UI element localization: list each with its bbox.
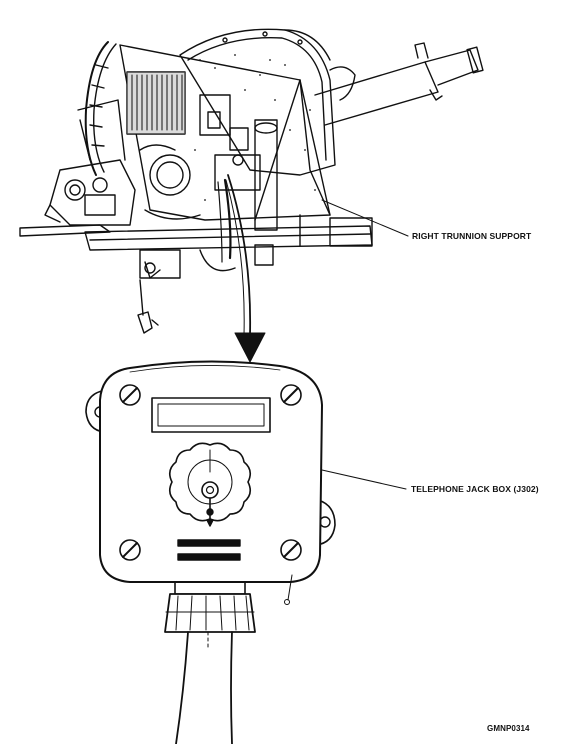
gun-mount-assembly: [19, 28, 484, 334]
right-trunnion-support: [119, 44, 331, 221]
label-plate: [151, 397, 271, 433]
slotted-screw-icon: [119, 384, 141, 406]
slotted-screw-icon: [280, 539, 302, 561]
cable: [223, 178, 232, 260]
label-right-trunnion-support: RIGHT TRUNNION SUPPORT: [412, 231, 532, 241]
jack-box-leader-line: [321, 469, 407, 490]
slotted-screw-icon: [119, 539, 141, 561]
figure-id: GMNP0314: [487, 724, 530, 733]
slotted-screw-icon: [280, 384, 302, 406]
tube: [314, 61, 439, 126]
trunnion-leader-line: [321, 199, 409, 237]
label-telephone-jack-box: TELEPHONE JACK BOX (J302): [411, 484, 539, 494]
telephone-jack-box: [85, 360, 336, 745]
callout-arrow: [225, 174, 266, 363]
